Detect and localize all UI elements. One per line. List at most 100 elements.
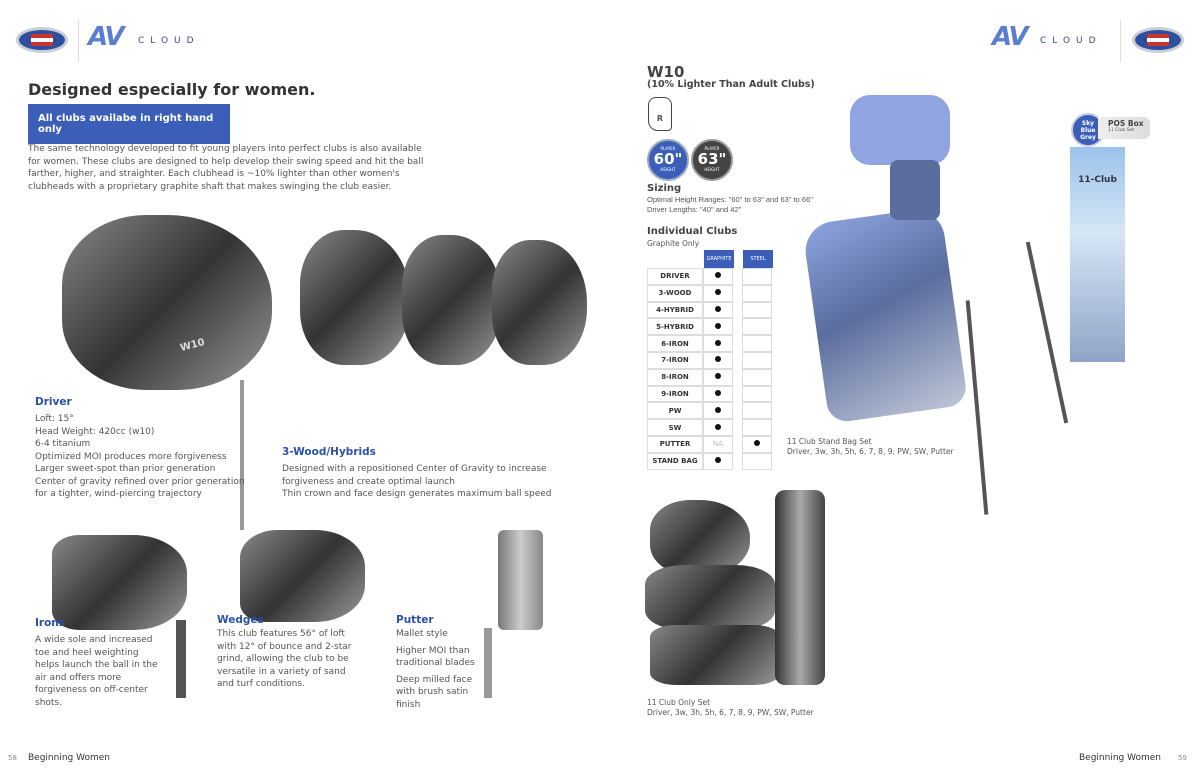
column-gap [733, 335, 742, 352]
graphite-cell [703, 419, 733, 436]
bag-leg [1025, 241, 1069, 424]
headcovers-image [850, 95, 950, 165]
steel-cell [742, 301, 772, 319]
brand-logo: AV [88, 22, 125, 52]
table-row: 8-IRON [647, 368, 772, 386]
graphite-cell [703, 385, 733, 403]
sizing-title: Sizing [647, 183, 682, 194]
club-name: DRIVER [647, 268, 703, 285]
brand-sub: CLOUD [1040, 36, 1102, 46]
putter-image [498, 530, 543, 630]
clubs-title: Individual Clubs [647, 226, 738, 237]
column-gap [733, 302, 742, 319]
steel-cell [742, 368, 772, 386]
available-dot [715, 423, 721, 430]
column-gap [733, 352, 742, 369]
woods-title: 3-Wood/Hybrids [282, 446, 376, 458]
flag-badge-logo [1132, 27, 1184, 53]
model-title: W10 [647, 63, 685, 81]
set-irons-image [775, 490, 825, 685]
club-name: 8-IRON [647, 368, 703, 386]
graphite-cell [703, 351, 733, 369]
wedge-image [240, 530, 365, 622]
club-name: STAND BAG [647, 452, 703, 470]
table-row: 5-HYBRID [647, 318, 772, 336]
page-number: 58 [8, 754, 17, 762]
footer-label: Beginning Women [1079, 753, 1161, 763]
steel-cell [742, 435, 772, 453]
right-hand-icon: R [648, 97, 672, 131]
table-row: 3-WOOD [647, 284, 772, 302]
table-row: STAND BAG [647, 452, 772, 470]
wedges-text: This club features 56° of loft with 12° … [217, 629, 352, 689]
driver-title: Driver [35, 396, 72, 408]
iron-shaft [176, 620, 186, 698]
available-dot [715, 373, 721, 380]
club-name: SW [647, 419, 703, 436]
steel-cell [742, 335, 772, 352]
available-dot [715, 389, 721, 396]
club-name: 6-IRON [647, 335, 703, 352]
steel-cell [742, 419, 772, 436]
table-row: 6-IRON [647, 335, 772, 352]
column-gap [733, 318, 742, 335]
set-woods-image [645, 565, 775, 630]
table-row: DRIVER [647, 268, 772, 285]
steel-cell [742, 268, 772, 285]
steel-header: STEEL [743, 250, 773, 268]
available-dot [715, 272, 721, 279]
irons-text: A wide sole and increased toe and heel w… [35, 635, 158, 708]
model-subtitle: (10% Lighter Than Adult Clubs) [647, 79, 815, 90]
graphite-cell [703, 268, 733, 285]
available-dot [715, 457, 721, 464]
bag-leg [965, 300, 989, 515]
driver-image: W10 [62, 215, 272, 390]
available-dot [715, 339, 721, 346]
stand-bag-image [801, 206, 969, 424]
putter-shaft [484, 628, 492, 698]
graphite-cell: NA [703, 435, 733, 453]
club-name: 7-IRON [647, 351, 703, 369]
available-dot [715, 305, 721, 312]
iron-image [52, 535, 187, 630]
set-wedges-image [650, 625, 780, 685]
club-name: 9-IRON [647, 385, 703, 403]
driver-specs: Loft: 15°Head Weight: 420cc (w10)6-4 tit… [35, 414, 245, 499]
page-title: Designed especially for women. [28, 80, 316, 99]
graphite-cell [703, 402, 733, 420]
driver-shaft [240, 380, 244, 530]
available-dot [715, 356, 721, 363]
graphite-cell [703, 368, 733, 386]
intro-text: The same technology developed to fit you… [28, 144, 424, 192]
steel-cell [742, 452, 772, 470]
column-gap [733, 386, 742, 403]
available-dot [715, 289, 721, 296]
table-row: SW [647, 419, 772, 436]
graphite-cell [703, 301, 733, 319]
right-hand-banner: All clubs availabe in right hand only [28, 104, 230, 144]
hybrid-image [492, 240, 587, 365]
graphite-cell [703, 284, 733, 302]
club-name: PUTTER [647, 435, 703, 453]
pos-box-image: 11-Club [1070, 147, 1125, 362]
divider [78, 20, 79, 62]
flag-badge-logo [16, 27, 68, 53]
table-row: 7-IRON [647, 351, 772, 369]
steel-cell [742, 318, 772, 336]
table-row: PW [647, 402, 772, 420]
putter-title: Putter [396, 614, 434, 626]
graphite-cell [703, 335, 733, 352]
graphite-cell [703, 452, 733, 470]
column-gap [733, 369, 742, 386]
available-dot [715, 322, 721, 329]
table-row: 9-IRON [647, 385, 772, 403]
steel-cell [742, 385, 772, 403]
steel-cell [742, 284, 772, 302]
steel-cell [742, 402, 772, 420]
steel-cell [742, 351, 772, 369]
